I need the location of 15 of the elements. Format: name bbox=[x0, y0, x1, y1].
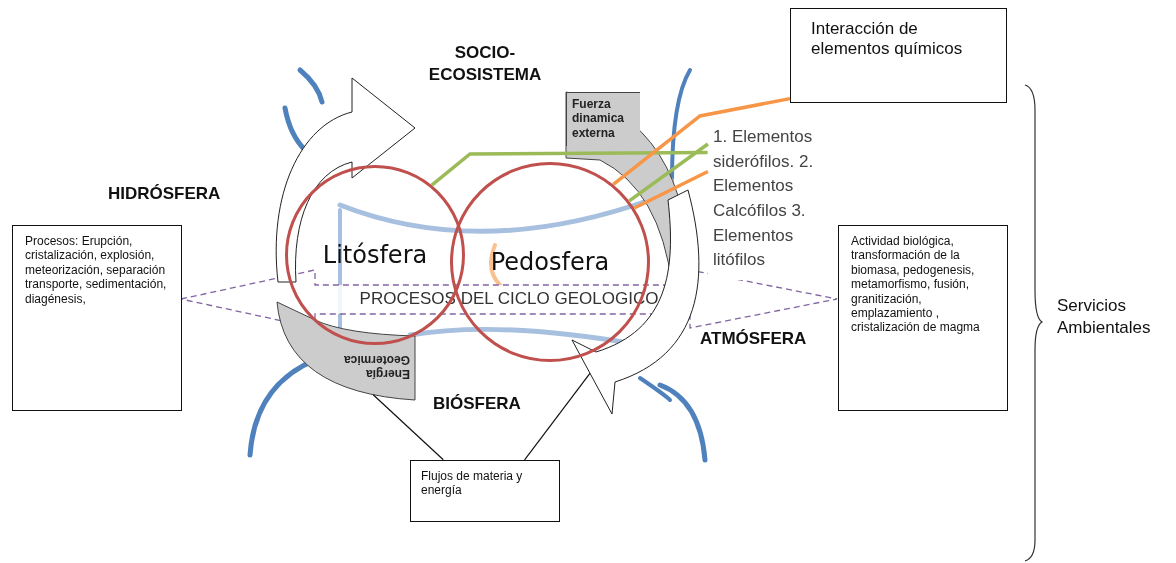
services-label: Servicios Ambientales bbox=[1057, 295, 1152, 340]
force-band: Fuerza dinamica externa bbox=[566, 92, 640, 146]
sphere-label: BIÓSFERA bbox=[433, 393, 522, 415]
sphere-label: SOCIO- ECOSISTEMA bbox=[427, 42, 543, 87]
connector-line bbox=[430, 150, 708, 187]
text-box: Interacción de elementos químicos bbox=[790, 8, 1007, 103]
leader-line bbox=[524, 372, 591, 461]
connector-line bbox=[612, 96, 791, 186]
connector-line bbox=[628, 142, 709, 203]
process-box: Actividad biológica, transformación de la biomasa, pedogenesis, metamorfismo, fusión, granitización, emplazamiento , cristalización de magma bbox=[838, 225, 1008, 411]
leader-line bbox=[372, 394, 444, 461]
process-box: Procesos: Erupción, cristalización, explosión, meteorización, separación transporte, sedimentación, diagénesis, bbox=[12, 225, 182, 411]
connector-line bbox=[633, 169, 709, 210]
sphere-label: HIDRÓSFERA bbox=[108, 183, 222, 205]
text-box: Flujos de materia y energía bbox=[410, 460, 560, 522]
